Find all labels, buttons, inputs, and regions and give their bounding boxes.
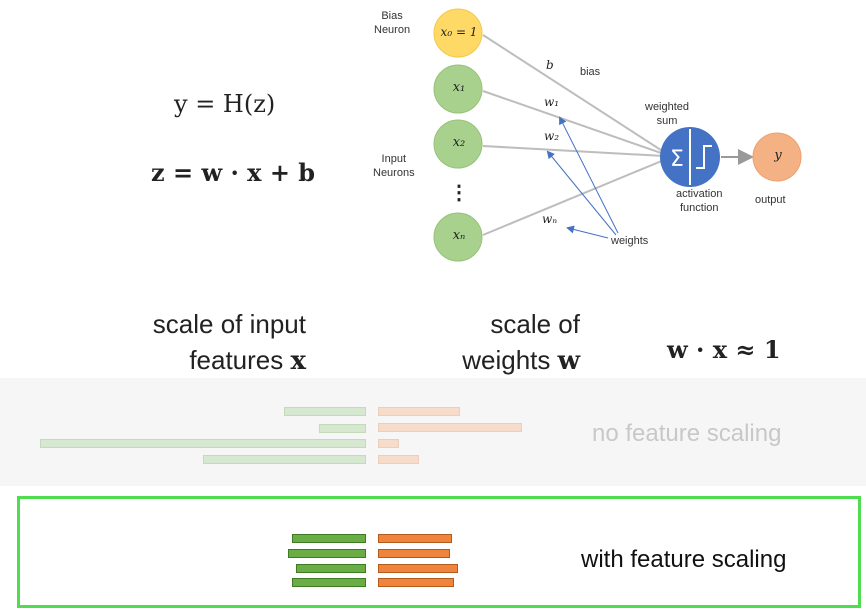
node-x2-label: x₂ xyxy=(452,135,466,150)
no-scaling-weight-bar xyxy=(378,407,460,416)
no-scaling-weight-bar xyxy=(378,455,419,464)
bias-neuron-label-line2: Neuron xyxy=(374,24,411,36)
no-scaling-feature-bar xyxy=(319,424,366,433)
activation-function-label-line1: activation xyxy=(676,188,723,200)
equation-z-text: z = w · x + b xyxy=(151,158,316,187)
input-symbol: x xyxy=(290,346,306,376)
equation-y: y = H(z) xyxy=(174,90,275,118)
no-scaling-weight-bar xyxy=(378,439,399,448)
input-node-x2 xyxy=(433,119,483,169)
no-scaling-weight-bar xyxy=(378,423,522,432)
input-neurons-label-line2: Neurons xyxy=(373,167,415,179)
weights-arrow-w2 xyxy=(546,150,617,236)
scale-input-line2: features x xyxy=(126,342,306,379)
no-scaling-label: no feature scaling xyxy=(592,420,782,447)
node-x1-label: x₁ xyxy=(452,80,466,95)
edge-bias xyxy=(482,34,665,153)
bias-neuron-label: Bias Neuron xyxy=(374,9,410,37)
edge-xn xyxy=(482,159,665,236)
scale-weights-heading: scale of weights w xyxy=(440,306,580,379)
node-x0-label: x₀ = 1 xyxy=(440,25,478,39)
with-scaling-feature-bar xyxy=(292,534,366,543)
no-scaling-feature-bar xyxy=(40,439,366,448)
with-scaling-weight-bar xyxy=(378,534,452,543)
with-scaling-feature-bar xyxy=(288,549,366,558)
output-node xyxy=(752,132,802,182)
with-scaling-weight-bar xyxy=(378,549,450,558)
with-scaling-weight-bar xyxy=(378,578,454,587)
with-scaling-label: with feature scaling xyxy=(581,546,787,573)
equation-z: z = w · x + b xyxy=(151,158,315,187)
activation-function-label-line2: function xyxy=(679,202,719,214)
weighted-sum-label-line2: sum xyxy=(656,115,678,127)
weights-symbol: w xyxy=(557,346,580,376)
weights-arrow-wn xyxy=(566,225,609,239)
input-node-xn xyxy=(433,212,483,262)
edge-label-w1: w₁ xyxy=(544,95,560,109)
perceptron-diagram: Σ xyxy=(433,8,802,262)
scale-weights-line2-text: weights xyxy=(462,345,558,375)
weighted-sum-label-line1: weighted xyxy=(645,101,690,113)
bias-label: bias xyxy=(580,66,601,78)
sigma-icon: Σ xyxy=(670,147,684,172)
edge-x1 xyxy=(482,90,665,155)
edge-x2 xyxy=(482,145,665,157)
no-scaling-feature-bar xyxy=(284,407,366,416)
with-scaling-feature-bar xyxy=(292,578,366,587)
no-scaling-panel xyxy=(0,378,866,486)
no-scaling-feature-bar xyxy=(203,455,366,464)
scale-input-features-heading: scale of input features x xyxy=(126,306,306,379)
scale-input-line1: scale of input xyxy=(152,309,306,339)
scale-input-line2-text: features xyxy=(189,345,291,375)
output-label: output xyxy=(755,194,786,206)
input-neurons-label: Input Neurons xyxy=(373,152,415,180)
bias-neuron-label-line1: Bias xyxy=(381,10,403,22)
equation-y-text: y = H(z) xyxy=(174,90,276,118)
with-scaling-feature-bar xyxy=(296,564,366,573)
weights-label: weights xyxy=(611,235,649,247)
weighted-sum-label: weighted sum xyxy=(645,100,689,128)
bias-node xyxy=(433,8,483,58)
input-node-x1 xyxy=(433,64,483,114)
input-neurons-label-line1: Input xyxy=(381,153,407,165)
scale-weights-line1: scale of xyxy=(490,309,580,339)
activation-function-label: activation function xyxy=(676,187,722,215)
product-approx: w · x ≈ 1 xyxy=(667,335,781,364)
with-scaling-weight-bar xyxy=(378,564,458,573)
scale-weights-line2: weights w xyxy=(440,342,580,379)
weights-arrow-w1 xyxy=(559,116,619,234)
node-y-label: y xyxy=(774,148,782,163)
edge-label-wn: wₙ xyxy=(542,212,558,226)
step-function-icon xyxy=(696,145,712,169)
edge-label-b: b xyxy=(546,58,554,72)
node-xn-label: xₙ xyxy=(452,228,466,243)
edge-label-w2: w₂ xyxy=(544,129,560,143)
node-ellipsis: ⋮ xyxy=(449,180,469,204)
